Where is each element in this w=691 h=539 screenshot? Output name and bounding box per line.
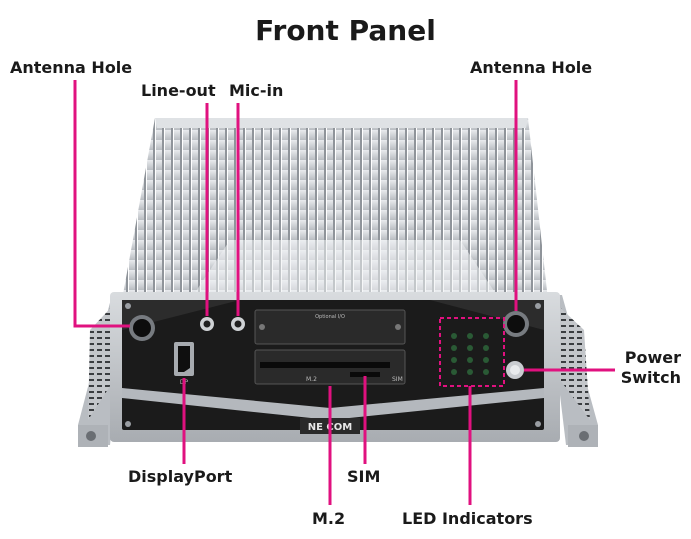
label-antenna-hole-left: Antenna Hole (10, 58, 133, 77)
heatsink-fins (122, 118, 548, 300)
sim-slot-text: SIM (392, 376, 403, 383)
label-power: Power (624, 348, 681, 367)
power-switch (506, 361, 524, 379)
callout-lines (73, 80, 615, 505)
antenna-hole-left (129, 315, 155, 341)
panel-chevron (122, 388, 544, 420)
label-sim: SIM (347, 467, 381, 486)
sim-slot (350, 372, 380, 377)
page-title: Front Panel (255, 14, 436, 47)
antenna-hole-right (503, 311, 529, 337)
label-line-out: Line-out (141, 81, 216, 100)
displayport-connector (174, 342, 194, 376)
mic-in-jack (231, 317, 245, 331)
led-indicator-panel (439, 317, 505, 387)
label-mic-in: Mic-in (229, 81, 284, 100)
label-displayport: DisplayPort (128, 467, 233, 486)
label-antenna-hole-right: Antenna Hole (470, 58, 593, 77)
m2-slot-text: M.2 (306, 376, 317, 383)
label-led-indicators: LED Indicators (402, 509, 533, 528)
optional-io-plate (254, 309, 406, 345)
optional-io-text: Optional I/O (315, 314, 345, 320)
label-switch: Switch (620, 368, 681, 387)
callout-antenna-left (73, 80, 130, 328)
line-out-jack (200, 317, 214, 331)
label-m2: M.2 (312, 509, 346, 528)
